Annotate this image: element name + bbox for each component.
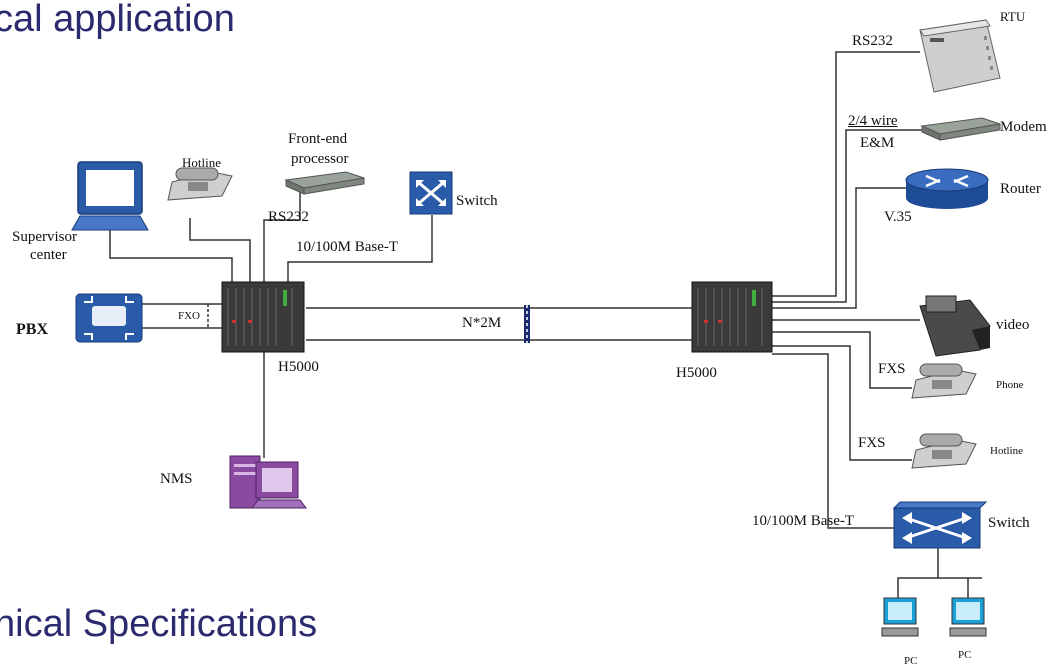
rtu-link (772, 51, 920, 297)
modem-icon (920, 117, 1001, 141)
modem-link (772, 129, 924, 303)
n2m-label: N*2M (462, 315, 502, 331)
pc-label-2: PC (958, 649, 972, 661)
switch-top-label: Switch (456, 193, 498, 209)
supervisor-label-1: Supervisor (12, 229, 77, 245)
h5000-right-label: H5000 (676, 365, 717, 381)
pc-icon (949, 597, 987, 637)
phone-label: Phone (996, 379, 1024, 391)
router-link (772, 187, 906, 309)
h5000-left-label: H5000 (278, 359, 319, 375)
hotline-right-label: Hotline (990, 445, 1023, 457)
pbx-icon (75, 293, 143, 343)
wire-label: 2/4 wire (848, 113, 898, 129)
fxo-label: FXO (178, 310, 201, 322)
trunk-marker (524, 305, 530, 343)
rs232-left-label: RS232 (268, 209, 309, 225)
rtu-icon (919, 19, 1001, 93)
nms-computer-icon (229, 455, 307, 509)
nms-label: NMS (160, 471, 193, 487)
hotline-right-link (772, 345, 912, 461)
switch-icon (409, 171, 453, 215)
base-t-right-label: 10/100M Base-T (752, 513, 855, 529)
router-icon (905, 168, 989, 209)
router-label: Router (1000, 181, 1041, 197)
phone-icon (167, 167, 233, 201)
computer-icon (71, 161, 149, 231)
switch-left-link (287, 215, 433, 290)
fxs-phone-label: FXS (878, 361, 906, 377)
v35-label: V.35 (884, 209, 912, 225)
h5000-right-icon (691, 281, 773, 353)
front-end-label-2: processor (291, 151, 349, 167)
switch-right-icon (892, 501, 988, 549)
phone-link (772, 331, 912, 389)
switch-right-label: Switch (988, 515, 1030, 531)
phone-right-icon (911, 363, 977, 399)
pc-label-1: PC (904, 655, 918, 667)
front-end-processor-icon (284, 171, 365, 195)
hotline-phone-right-icon (911, 433, 977, 469)
pbx-label: PBX (16, 321, 48, 338)
hotline-left-link (189, 218, 251, 290)
rtu-label: RTU (1000, 9, 1026, 24)
switch-right-link (772, 353, 894, 529)
video-label: video (996, 317, 1030, 333)
pc-icon (881, 597, 919, 637)
pc-bus (897, 548, 939, 598)
front-end-label-1: Front-end (288, 131, 348, 147)
video-camera-icon (919, 295, 991, 357)
base-t-left-label: 10/100M Base-T (296, 239, 399, 255)
rs232-right-label: RS232 (852, 33, 893, 49)
supervisor-label-2: center (30, 247, 67, 263)
modem-label: Modem (1000, 119, 1047, 135)
front-end-link (263, 190, 301, 290)
hotline-left-label: Hotline (182, 155, 221, 170)
supervisor-link (109, 228, 233, 290)
page-title: cal application (0, 0, 235, 40)
em-label: E&M (860, 135, 895, 151)
fxs-hotline-label: FXS (858, 435, 886, 451)
section-title: nical Specifications (0, 603, 318, 645)
h5000-left-icon (221, 281, 305, 353)
